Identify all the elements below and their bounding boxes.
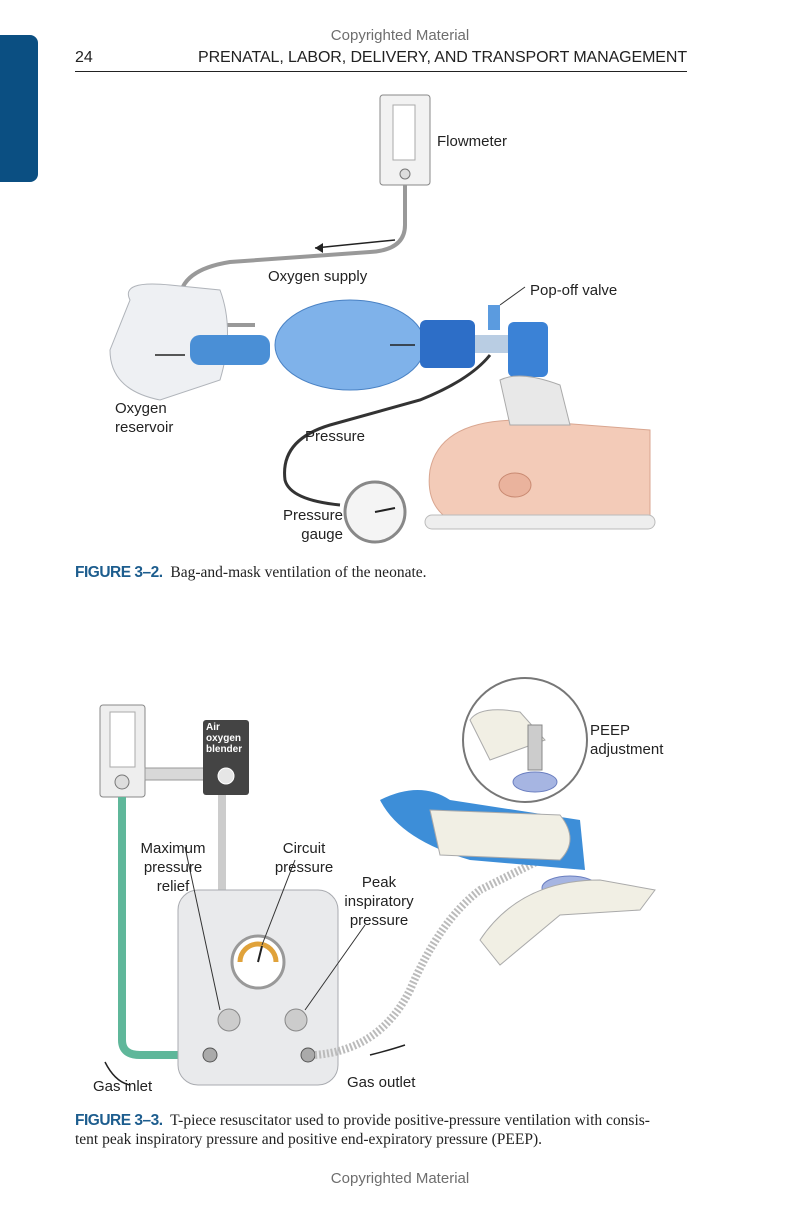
label-line: pressure <box>143 859 203 876</box>
pressure-tube <box>283 354 492 507</box>
label-line: Air <box>206 722 220 733</box>
label-line: PEEP <box>590 722 631 739</box>
label-peak-inspiratory-pressure: Peak inspiratory pressure <box>333 873 425 930</box>
caption-text: Bag-and-mask ventilation of the neonate. <box>170 564 427 581</box>
label-gas-inlet: Gas inlet <box>93 1078 153 1095</box>
caption-text: T-piece resuscitator used to provide pos… <box>170 1112 650 1129</box>
label-line: oxygen <box>206 733 242 744</box>
label-line: inspiratory <box>344 893 414 910</box>
gas-inlet-tube <box>118 797 205 1059</box>
label-pop-off-valve: Pop-off valve <box>530 282 618 299</box>
label-line: adjustment <box>590 741 664 758</box>
bag-mask-illustration <box>109 94 656 544</box>
label-line: Peak <box>361 874 397 891</box>
peak-inspiratory-pressure-knob-icon <box>284 1008 308 1032</box>
caption-text: tent peak inspiratory pressure and posit… <box>75 1131 543 1148</box>
valve-icon <box>190 335 270 365</box>
running-header: PRENATAL, LABOR, DELIVERY, AND TRANSPORT… <box>198 49 687 66</box>
copyright-watermark-bottom: Copyrighted Material <box>330 1170 470 1187</box>
caption-number: FIGURE 3–3. <box>75 1112 163 1129</box>
label-line: gauge <box>301 526 343 543</box>
label-oxygen-supply: Oxygen supply <box>268 268 368 285</box>
label-line: Pressure <box>282 507 343 524</box>
t-piece-illustration <box>99 677 656 1086</box>
label-line: Circuit <box>282 840 326 857</box>
label-circuit-pressure: Circuit pressure <box>262 839 346 877</box>
max-pressure-relief-knob-icon <box>217 1008 241 1032</box>
label-line: reservoir <box>115 419 174 436</box>
label-line: pressure <box>274 859 334 876</box>
figure-3-2-caption: FIGURE 3–2. Bag-and-mask ventilation of … <box>75 563 695 582</box>
label-line: pressure <box>349 912 409 929</box>
header-rule <box>75 71 687 72</box>
figure-3-3-caption: FIGURE 3–3. T-piece resuscitator used to… <box>75 1111 695 1149</box>
mask-icon <box>508 322 548 377</box>
connector-icon <box>420 320 475 368</box>
label-maximum-pressure-relief: Maximum pressure relief <box>128 839 218 896</box>
label-gas-outlet: Gas outlet <box>347 1074 416 1091</box>
label-line: Oxygen <box>115 400 167 417</box>
label-line: blender <box>206 744 243 755</box>
label-oxygen-reservoir: Oxygen reservoir <box>115 399 173 437</box>
label-flowmeter: Flowmeter <box>437 133 508 150</box>
air-oxygen-blender-icon <box>203 720 249 795</box>
gas-outlet-tube <box>314 856 542 1059</box>
label-pressure: Pressure <box>305 428 366 445</box>
label-line: Maximum <box>140 840 206 857</box>
gloved-hand-icon <box>429 809 571 861</box>
label-peep-adjustment: PEEP adjustment <box>590 721 663 759</box>
pop-off-valve-icon <box>488 305 500 330</box>
label-pressure-gauge: Pressure gauge <box>270 506 343 544</box>
page-number: 24 <box>75 49 93 66</box>
copyright-watermark-top: Copyrighted Material <box>330 27 470 44</box>
neonate-icon <box>428 419 651 521</box>
chapter-thumb-tab <box>0 35 38 182</box>
label-line: relief <box>156 878 190 895</box>
caption-number: FIGURE 3–2. <box>75 564 163 581</box>
